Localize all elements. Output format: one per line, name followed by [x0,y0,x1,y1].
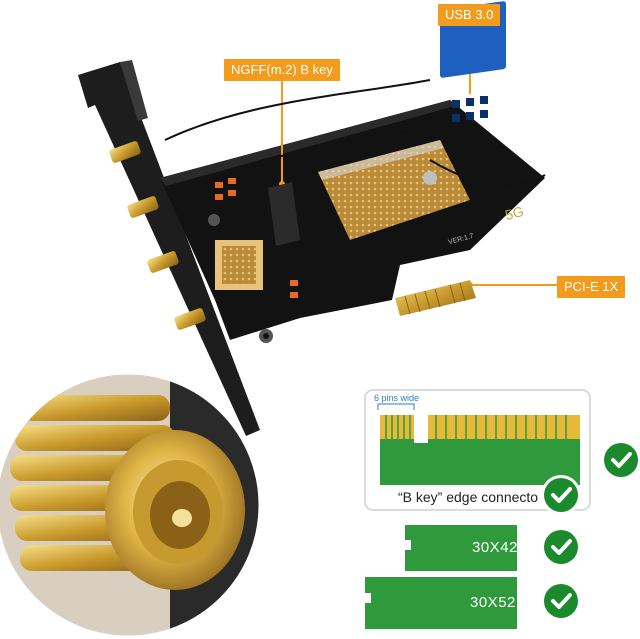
antenna-connector-closeup [0,373,260,637]
check-icon [544,584,578,618]
check-icon [604,443,638,477]
m2-card-2252 [365,577,517,629]
antenna-connector [109,141,206,330]
pins-wide-label: 6 pins wide [374,393,420,403]
ngff-callout: NGFF(m.2) B key [224,59,340,81]
m2-card-2242 [405,525,517,571]
m2-slot [268,182,300,246]
check-icon [544,478,578,512]
check-icon [544,530,578,564]
bkey-edge-label: “B key” edge connecto [398,489,539,505]
pcie-callout: PCI-E 1X [557,276,626,298]
card-2242-label: 30X42 [472,539,518,556]
usb3-callout: USB 3.0 [438,4,501,26]
pcie-gold-fingers [395,280,476,316]
card-2252-label: 30X52 [470,594,516,611]
